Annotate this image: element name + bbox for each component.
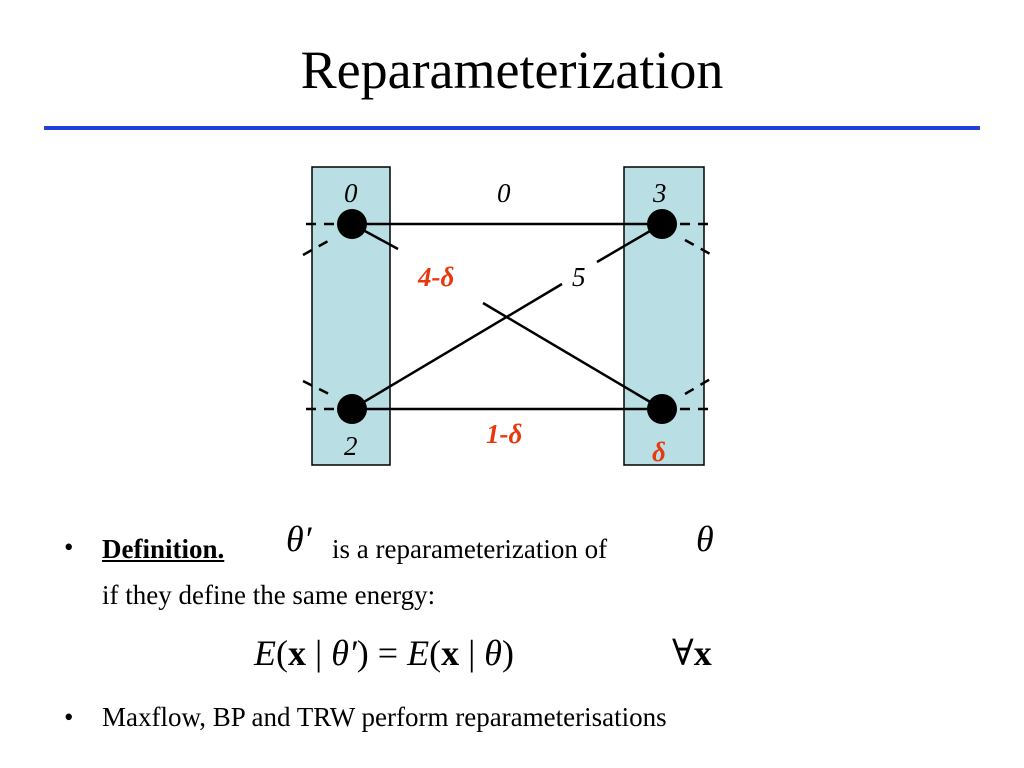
- label-top-right-unary: 3: [652, 178, 667, 208]
- label-cross-pairwise: 5: [572, 262, 586, 292]
- edge-cross-up: [351, 282, 563, 411]
- node-top-right: [647, 209, 677, 239]
- label-bottom-left-unary: 2: [344, 431, 358, 461]
- label-cross-red: 4-δ: [417, 262, 454, 292]
- title-underline: [44, 126, 980, 130]
- node-top-left: [337, 209, 367, 239]
- eq-lhs-x: x: [288, 633, 306, 673]
- theta-prime-symbol: θ′: [286, 519, 312, 559]
- eq-lhs-open: (: [276, 633, 288, 673]
- eq-rhs-x: x: [441, 633, 460, 673]
- bullet-dot: •: [64, 532, 74, 562]
- eq-rhs-E: E: [407, 633, 430, 673]
- label-top-pairwise: 0: [497, 178, 511, 208]
- energy-equation: E(x | θ′) = E(x | θ): [254, 632, 514, 674]
- definition-label: Definition.: [102, 534, 225, 564]
- node-bottom-right: [647, 394, 677, 424]
- label-bottom-right-unary-red: δ: [652, 437, 666, 467]
- eq-rhs-open: (: [429, 633, 442, 673]
- maxflow-text: Maxflow, BP and TRW perform reparameteri…: [102, 702, 667, 732]
- label-bottom-pairwise-red: 1-δ: [486, 419, 522, 449]
- forall-x: x: [693, 633, 712, 673]
- eq-lhs-E: E: [254, 633, 276, 673]
- slide-title: Reparameterization: [300, 40, 724, 100]
- label-top-left-unary: 0: [344, 178, 358, 208]
- definition-continuation: if they define the same energy:: [102, 580, 436, 610]
- eq-lhs-bar: |: [306, 633, 332, 673]
- bullet-dot-2: •: [64, 702, 74, 732]
- eq-rhs-close: ): [501, 633, 514, 673]
- eq-rhs-theta: θ: [484, 633, 502, 673]
- node-bottom-left: [337, 394, 367, 424]
- eq-lhs-theta-prime: θ′: [331, 633, 357, 673]
- forall-quantifier: ∀x: [672, 632, 712, 674]
- edge-cross-down: [482, 301, 663, 411]
- theta-symbol: θ: [696, 519, 714, 559]
- pairwise-edges: [351, 222, 663, 411]
- eq-equals: ) =: [356, 633, 408, 673]
- forall-symbol: ∀: [672, 633, 694, 673]
- definition-text: is a reparameterization of: [332, 534, 608, 564]
- eq-rhs-bar: |: [459, 633, 485, 673]
